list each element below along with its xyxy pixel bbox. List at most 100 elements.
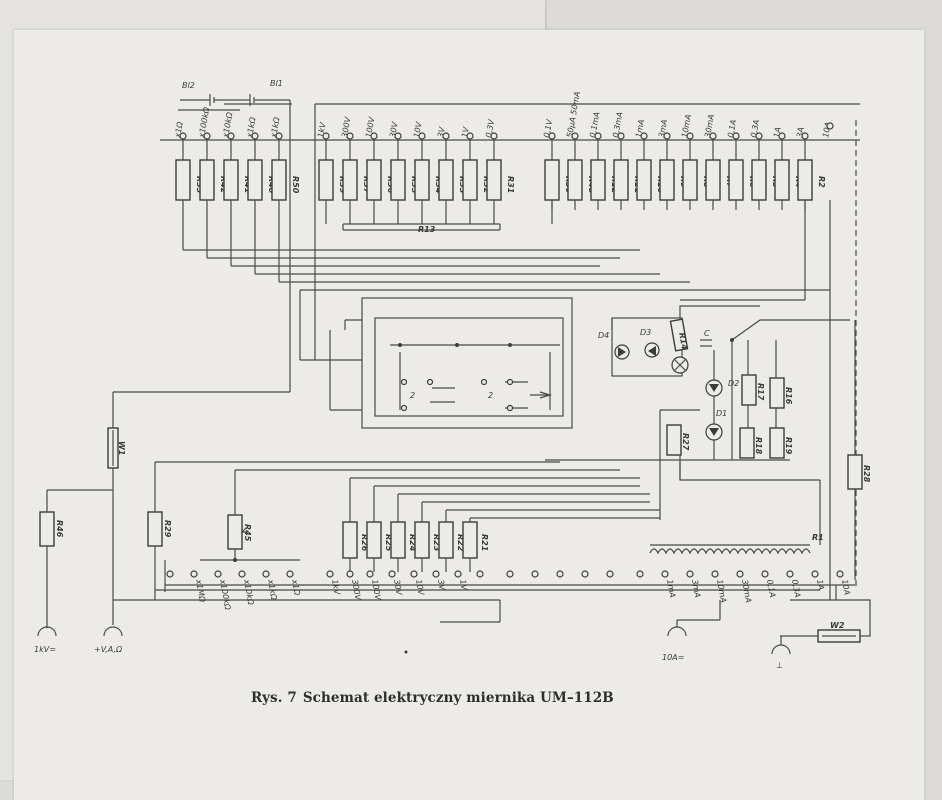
top-resistor <box>342 159 358 201</box>
res-r29-label: R29 <box>163 520 172 538</box>
battery-label-bl2: Bl2 <box>182 81 195 90</box>
range-switch-block: 2 2 <box>299 290 573 429</box>
bottom-terminal <box>286 570 294 578</box>
rectifier-section: D4 D3 C R14 D2 D1 R17 R16 R27 R18 R19 R2… <box>545 305 871 580</box>
svg-text:2: 2 <box>488 391 493 400</box>
bottom-range-label: x1kΩ <box>266 578 279 602</box>
top-resistor <box>751 159 767 201</box>
fuse-w1: W1 <box>107 100 291 625</box>
bottom-terminal <box>166 570 174 578</box>
top-resistor <box>414 159 430 201</box>
jack-common: +V,A,Ω <box>94 626 123 654</box>
top-resistor <box>659 159 675 201</box>
bottom-terminal <box>661 570 669 578</box>
diode-d3-label: D3 <box>640 328 651 337</box>
top-terminal <box>709 132 717 140</box>
jack-10a-label: 10A≂ <box>662 653 684 662</box>
bottom-terminal <box>636 570 644 578</box>
top-terminal <box>418 132 426 140</box>
top-terminal <box>227 132 235 140</box>
diode-d4-label: D4 <box>598 331 609 340</box>
top-resistor <box>705 159 721 201</box>
bottom-terminal <box>556 570 564 578</box>
bottom-terminal <box>238 570 246 578</box>
bottom-resistor-label: R25 <box>384 534 393 552</box>
bottom-resistor-label: R26 <box>360 534 369 552</box>
jack-common-label: +V,A,Ω <box>94 645 123 654</box>
top-terminal <box>663 132 671 140</box>
capacitor-c-label: C <box>704 329 710 338</box>
bottom-range-label: 30mA <box>740 579 753 604</box>
top-resistor <box>728 159 744 201</box>
top-terminal <box>640 132 648 140</box>
bottom-resistor <box>342 521 358 559</box>
res-r27-label: R27 <box>681 433 690 451</box>
top-resistor <box>613 159 629 201</box>
top-terminal <box>686 132 694 140</box>
top-range-label: 1kV <box>316 121 328 138</box>
top-terminal <box>617 132 625 140</box>
top-range-label: 10mA <box>680 114 693 139</box>
top-resistor <box>486 159 502 201</box>
res-r46-label: R46 <box>55 520 64 538</box>
bottom-terminal <box>786 570 794 578</box>
bottom-range-label: x1Ω <box>290 578 302 597</box>
battery-label-bl1: Bl1 <box>270 79 283 88</box>
bottom-terminal <box>761 570 769 578</box>
top-resistor <box>366 159 382 201</box>
top-terminal <box>755 132 763 140</box>
bottom-range-label: 1A <box>815 579 826 591</box>
top-resistor <box>636 159 652 201</box>
bottom-terminal <box>686 570 694 578</box>
bottom-resistor-label: R22 <box>456 534 465 552</box>
jack-ground: ⊥ <box>771 636 791 670</box>
top-resistor-label: R2 <box>817 176 826 188</box>
bottom-terminal <box>581 570 589 578</box>
bottom-terminal <box>454 570 462 578</box>
top-range-label: 3V <box>436 126 447 138</box>
top-resistor <box>590 159 606 201</box>
top-terminal <box>275 132 283 140</box>
bottom-terminal <box>346 570 354 578</box>
top-terminal <box>490 132 498 140</box>
top-resistor <box>438 159 454 201</box>
bottom-resistor <box>390 521 406 559</box>
diode-d2-label: D2 <box>728 379 739 388</box>
top-terminal <box>801 132 809 140</box>
top-terminal <box>732 132 740 140</box>
top-terminal <box>442 132 450 140</box>
bottom-terminal <box>506 570 514 578</box>
bottom-terminal <box>736 570 744 578</box>
top-resistor <box>175 159 191 201</box>
res-r17-label: R17 <box>756 383 765 401</box>
top-terminal <box>203 132 211 140</box>
res-r16-label: R16 <box>784 387 793 405</box>
top-resistor <box>223 159 239 201</box>
jack-ground-label: ⊥ <box>776 661 783 670</box>
top-terminal <box>571 132 579 140</box>
diode-d1-label: D1 <box>716 409 727 418</box>
top-range-label: 1V <box>460 126 471 138</box>
bottom-terminal <box>711 570 719 578</box>
res-r45-label: R45 <box>243 524 252 542</box>
top-terminal <box>594 132 602 140</box>
bottom-resistor <box>462 521 478 559</box>
bottom-range-label: 1mA <box>665 579 677 599</box>
top-resistor-bank: x1ΩR33x100kΩR42x10kΩR41x1kΩR40x1kΩR501kV… <box>173 91 834 224</box>
top-range-label: x1Ω <box>173 120 185 139</box>
left-resistors: R46 R29 R45 <box>39 461 820 628</box>
top-range-label: 30mA <box>703 114 716 139</box>
bottom-range-label: 30V <box>392 579 404 596</box>
bottom-terminal <box>432 570 440 578</box>
bottom-terminal <box>388 570 396 578</box>
top-terminal <box>179 132 187 140</box>
top-range-label: 3A <box>795 126 806 138</box>
bottom-range-label: 3V <box>436 579 447 591</box>
bottom-terminal <box>190 570 198 578</box>
top-resistor <box>682 159 698 201</box>
top-terminal <box>394 132 402 140</box>
jack-1kv: 1kV≂ <box>34 626 57 654</box>
top-range-label: 30V <box>388 121 400 138</box>
